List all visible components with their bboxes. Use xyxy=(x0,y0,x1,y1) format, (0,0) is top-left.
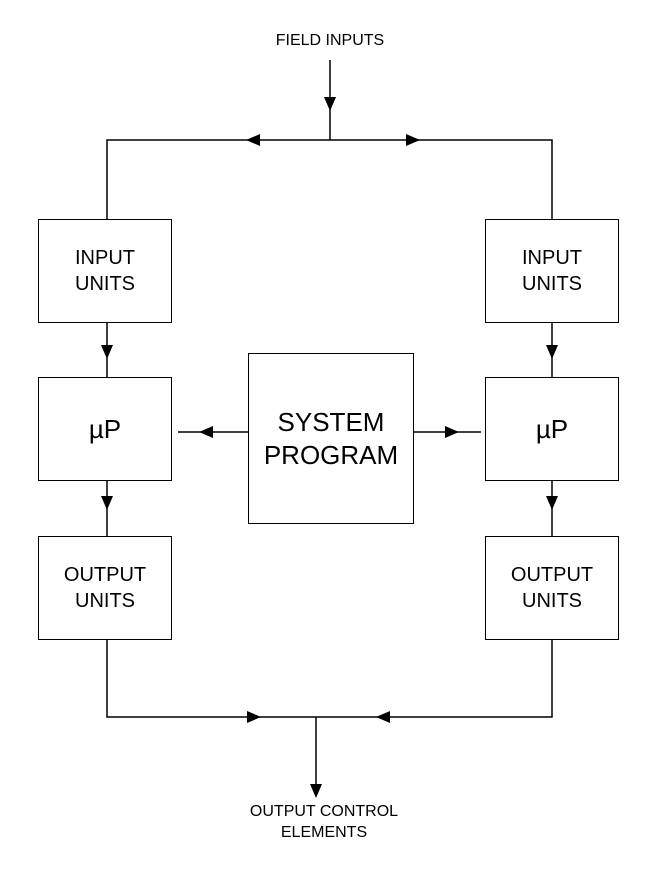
right-input-units-text: INPUT UNITS xyxy=(522,247,582,295)
field-input-arrow xyxy=(324,97,336,111)
output-bus-left-arrow xyxy=(247,711,261,723)
system-program-box: SYSTEM PROGRAM xyxy=(248,353,414,524)
right-output-units-text: OUTPUT UNITS xyxy=(510,564,594,612)
right-output-arrow xyxy=(546,496,558,510)
program-right-arrow xyxy=(445,426,459,438)
bus-left-arrow xyxy=(246,134,260,146)
left-input-units-text: INPUT UNITS xyxy=(75,247,135,295)
program-left-arrow xyxy=(199,426,213,438)
output-control-elements-label: OUTPUT CONTROL ELEMENTS xyxy=(249,803,399,841)
system-program-text: SYSTEM PROGRAM xyxy=(263,406,399,470)
left-output-units-text: OUTPUT UNITS xyxy=(63,564,147,612)
right-output-units-box: OUTPUT UNITS xyxy=(485,536,619,640)
left-output-units-box: OUTPUT UNITS xyxy=(38,536,172,640)
output-bus-right-arrow xyxy=(376,711,390,723)
left-processor-arrow xyxy=(101,345,113,359)
input-bus-line xyxy=(106,139,553,219)
right-microprocessor-box: µP xyxy=(485,377,619,481)
bus-right-arrow xyxy=(406,134,420,146)
left-output-arrow xyxy=(101,496,113,510)
output-bus-line xyxy=(106,640,553,718)
output-control-arrow xyxy=(310,784,322,798)
left-microprocessor-box: µP xyxy=(38,377,172,481)
left-microprocessor-text: µP xyxy=(88,414,122,444)
field-inputs-label: FIELD INPUTS xyxy=(275,32,385,49)
right-input-units-box: INPUT UNITS xyxy=(485,219,619,323)
right-processor-arrow xyxy=(546,345,558,359)
right-microprocessor-text: µP xyxy=(535,414,569,444)
left-input-units-box: INPUT UNITS xyxy=(38,219,172,323)
